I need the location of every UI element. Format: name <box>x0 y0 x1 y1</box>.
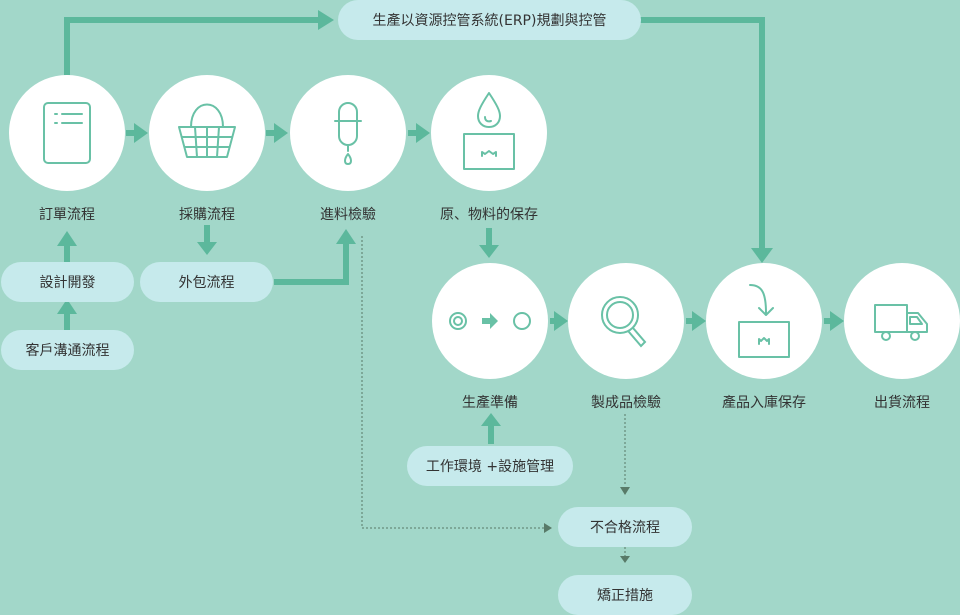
dropper-icon <box>334 102 362 165</box>
arrowhead <box>481 413 501 426</box>
design-label: 設計開發 <box>39 275 96 291</box>
arrow-outsourcing-to-incoming <box>274 244 349 285</box>
corrective-box[interactable]: 矯正措施 <box>558 575 692 615</box>
arrowhead <box>544 523 552 533</box>
transfer-icon <box>449 312 531 330</box>
arrowhead <box>318 10 334 30</box>
shipping-node[interactable] <box>844 263 960 379</box>
shipping-label: 出貨流程 <box>874 395 930 411</box>
arrowhead <box>57 299 77 314</box>
storage-label: 原、物料的保存 <box>440 207 538 223</box>
document-icon <box>43 102 91 164</box>
arrowhead <box>620 556 630 563</box>
order-node[interactable] <box>9 75 125 191</box>
outsourcing-box[interactable]: 外包流程 <box>140 262 273 302</box>
incoming-label: 進料檢驗 <box>320 207 376 223</box>
nonconforming-box[interactable]: 不合格流程 <box>558 507 692 547</box>
arrowhead <box>620 487 630 495</box>
order-label: 訂單流程 <box>39 207 95 223</box>
corrective-label: 矯正措施 <box>597 588 653 604</box>
basket-icon <box>178 103 236 158</box>
design-box[interactable]: 設計開發 <box>1 262 134 302</box>
inbox-arrow-icon <box>738 284 790 358</box>
erp-arrow-line <box>64 17 318 75</box>
arrowhead <box>554 311 568 331</box>
arrowhead <box>274 123 288 143</box>
workenv-box[interactable]: 工作環境 +設施管理 <box>407 446 573 486</box>
arrowhead <box>751 248 773 263</box>
arrowhead <box>479 245 499 258</box>
erp-return-line <box>640 17 765 250</box>
workenv-label: 工作環境 +設施管理 <box>425 459 555 475</box>
arrowhead <box>197 242 217 255</box>
droplet-box-icon <box>463 92 515 170</box>
dotted-incoming-to-nonconforming <box>361 236 544 529</box>
finished-node[interactable] <box>568 263 684 379</box>
arrowhead <box>57 231 77 246</box>
prep-label: 生產準備 <box>462 395 518 411</box>
arrowhead <box>134 123 148 143</box>
finished-label: 製成品檢驗 <box>591 395 661 411</box>
magnifier-icon <box>601 296 647 348</box>
incoming-node[interactable] <box>290 75 406 191</box>
erp-banner: 生產以資源控管系統(ERP)規劃與控管 <box>338 0 641 40</box>
communication-box[interactable]: 客戶溝通流程 <box>1 330 134 370</box>
purchase-node[interactable] <box>149 75 265 191</box>
storage-node[interactable] <box>431 75 547 191</box>
arrowhead <box>336 229 356 244</box>
arrowhead <box>416 123 430 143</box>
erp-label: 生產以資源控管系統(ERP)規劃與控管 <box>372 13 607 29</box>
prep-node[interactable] <box>432 263 548 379</box>
warehouse-label: 產品入庫保存 <box>722 395 806 411</box>
nonconforming-label: 不合格流程 <box>590 520 660 536</box>
arrowhead <box>692 311 706 331</box>
truck-icon <box>874 304 928 341</box>
purchase-label: 採購流程 <box>179 207 235 223</box>
outsourcing-label: 外包流程 <box>178 275 235 291</box>
communication-label: 客戶溝通流程 <box>25 343 110 359</box>
warehouse-node[interactable] <box>706 263 822 379</box>
arrowhead <box>830 311 844 331</box>
